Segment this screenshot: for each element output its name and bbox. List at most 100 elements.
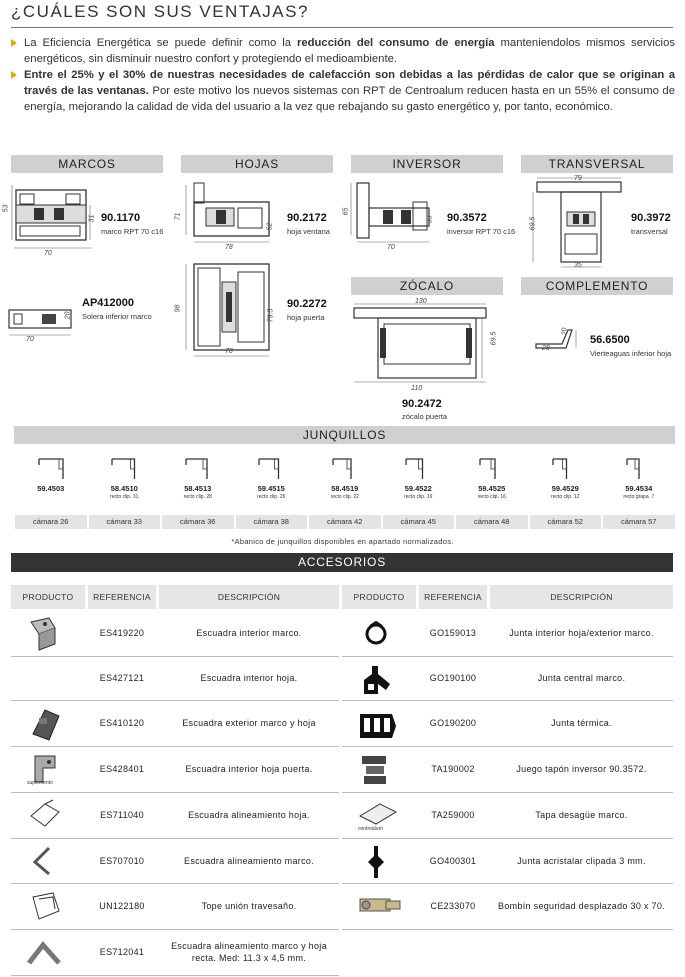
straight-angle-icon [27, 941, 61, 965]
exterior-bracket-icon [32, 709, 60, 741]
table-header-descripcion: DESCRIPCIÓN [159, 585, 339, 609]
alignment-plate-icon [30, 799, 60, 827]
profile-code: 90.2172 [287, 212, 327, 224]
junquillo-profile-icon [38, 458, 64, 479]
dimension-label: 69.5 [490, 331, 498, 346]
table-header-referencia: REFERENCIA [419, 585, 487, 609]
dimension-label: 28 [542, 345, 550, 352]
camara-label: cámara 42 [309, 515, 381, 529]
dimension-label: 70 [26, 336, 34, 343]
dimension-label: 52 [266, 222, 274, 231]
reference-cell: GO159013 [429, 628, 477, 638]
junquillo-code: 59.4503 [37, 484, 65, 493]
dimension-label: 79 [574, 175, 582, 182]
row-divider [342, 746, 673, 747]
row-divider [342, 792, 673, 793]
row-divider [342, 700, 673, 701]
junquillo-code: 59.4529 [551, 484, 579, 493]
reference-cell: ES707010 [99, 855, 145, 866]
description-cell: Junta central marco. [537, 673, 626, 683]
section-marcos: MARCOS [11, 155, 163, 173]
complemento-profile-drawing [535, 329, 577, 349]
table-header-producto: PRODUCTO [342, 585, 416, 609]
reference-cell: UN122180 [99, 901, 145, 911]
camara-label: cámara 52 [529, 515, 601, 529]
description-cell: Escuadra interior hoja. [200, 673, 298, 683]
camara-label: cámara 57 [603, 515, 675, 529]
dimension-label: 20 [64, 311, 72, 320]
gasket-ring-icon [365, 620, 387, 645]
corner-bracket-icon [30, 617, 56, 651]
profile-code: 90.3572 [447, 212, 487, 224]
description-cell: Escuadra interior hoja puerta. [185, 764, 313, 774]
row-divider [11, 656, 339, 657]
row-divider [11, 883, 339, 884]
junquillo-profile-icon [111, 458, 136, 479]
table-header-producto: PRODUCTO [11, 585, 85, 609]
junquillo-description: recto clip. 26 [257, 494, 286, 500]
advantage-item: La Eficiencia Energética se puede defini… [11, 35, 675, 67]
section-zocalo: ZÓCALO [351, 277, 503, 295]
reference-cell: ES712041 [99, 947, 145, 957]
profile-description: hoja ventana [287, 227, 330, 236]
drain-cap-icon [358, 803, 398, 825]
reference-cell: ES428401 [99, 764, 145, 774]
table-header-referencia: REFERENCIA [88, 585, 156, 609]
central-gasket-icon [364, 666, 390, 694]
profile-code: AP412000 [82, 297, 134, 309]
junquillo-profile-icon [626, 458, 640, 479]
inversor-profile-drawing [350, 182, 430, 243]
dimension-label: 31 [88, 214, 96, 223]
advantages-list: La Eficiencia Energética se puede defini… [11, 35, 675, 115]
description-cell: Juego tapón inversor 90.3572. [516, 764, 647, 774]
description-cell: Escuadra alineamiento hoja. [188, 810, 310, 820]
icon-caption: suplemento [27, 780, 53, 786]
section-hojas: HOJAS [181, 155, 333, 173]
junquillo-code: 59.4515 [257, 484, 285, 493]
description-cell: Escuadra exterior marco y hoja [182, 718, 316, 728]
bullet-text: manteniendolos mismos servicios energéti… [24, 37, 675, 65]
junquillo-code: 58.4510 [110, 484, 138, 493]
dimension-label: 33 [426, 215, 434, 224]
description-cell: Junta térmica. [551, 718, 612, 728]
profile-description: inversor RPT 70 c16 [447, 227, 516, 236]
camara-label: cámara 38 [235, 515, 307, 529]
reference-cell: GO190100 [429, 673, 477, 683]
section-junquillos: JUNQUILLOS [14, 426, 675, 444]
icon-caption: centroalum [358, 826, 383, 832]
dimension-label: 79.5 [267, 308, 275, 323]
junquillo-profile-icon [405, 458, 424, 479]
bullet-arrow-icon [11, 39, 17, 47]
bullet-text: Por este motivo los nuevos sistemas con … [24, 85, 675, 113]
row-divider [11, 838, 339, 839]
junquillo-code: 59.4525 [478, 484, 506, 493]
advantage-item: Entre el 25% y el 30% de nuestras necesi… [11, 67, 675, 115]
section-transversal: TRANSVERSAL [521, 155, 673, 173]
junquillo-profile-icon [479, 458, 496, 479]
description-cell: Junta acristalar clipada 3 mm. [517, 855, 646, 866]
section-complemento: COMPLEMENTO [521, 277, 673, 295]
dimension-label: 110 [411, 385, 423, 392]
camara-label: cámara 48 [456, 515, 528, 529]
title-divider [11, 27, 673, 28]
reference-cell: ES711040 [100, 810, 144, 820]
dimension-label: 130 [415, 298, 427, 305]
junquillo-description: recto clip. 31 [110, 494, 139, 500]
alignment-angle-icon [32, 846, 51, 876]
description-cell: Bombín seguridad desplazado 30 x 70. [498, 901, 665, 911]
section-accesorios: ACCESORIOS [11, 553, 673, 572]
union-stop-icon [32, 892, 60, 920]
thermal-gasket-icon [360, 714, 396, 738]
description-cell: Tope unión travesaño. [201, 901, 297, 911]
junquillo-code: 58.4519 [331, 484, 359, 493]
profile-code: 90.1170 [101, 212, 141, 224]
profile-description: marco RPT 70 c16 [101, 227, 164, 236]
table-header-descripcion: DESCRIPCIÓN [490, 585, 673, 609]
junquillo-description: recto clip. 16 [477, 494, 506, 500]
row-divider [11, 700, 339, 701]
dimension-label: 78 [225, 244, 233, 251]
profile-code: 90.2472 [402, 398, 442, 410]
reference-cell: GO400301 [429, 855, 477, 866]
dimension-label: 98 [174, 304, 182, 313]
reference-cell: CE233070 [430, 901, 476, 911]
